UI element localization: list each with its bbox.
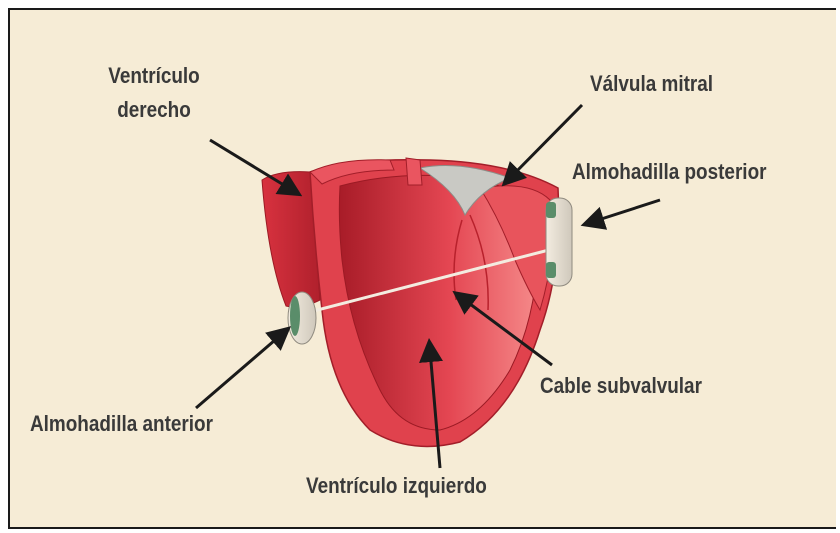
posterior-pad	[546, 198, 572, 286]
figure-frame: Ventrículo derecho Válvula mitral Almoha…	[8, 8, 836, 529]
label-ventriculo-derecho-1: Ventrículo	[94, 62, 214, 90]
label-ventriculo-derecho-2: derecho	[94, 96, 214, 124]
label-valvula-mitral: Válvula mitral	[590, 70, 713, 98]
arrow-ventriculo-derecho	[210, 140, 292, 190]
label-almohadilla-anterior: Almohadilla anterior	[30, 410, 213, 438]
rim-post	[406, 158, 422, 185]
arrow-almohadilla-anterior	[196, 334, 282, 408]
arrow-almohadilla-posterior	[592, 200, 660, 222]
anterior-pad	[288, 292, 316, 344]
label-almohadilla-posterior: Almohadilla posterior	[572, 158, 766, 186]
label-cable-subvalvular: Cable subvalvular	[540, 372, 702, 400]
label-ventriculo-izquierdo: Ventrículo izquierdo	[306, 472, 487, 500]
